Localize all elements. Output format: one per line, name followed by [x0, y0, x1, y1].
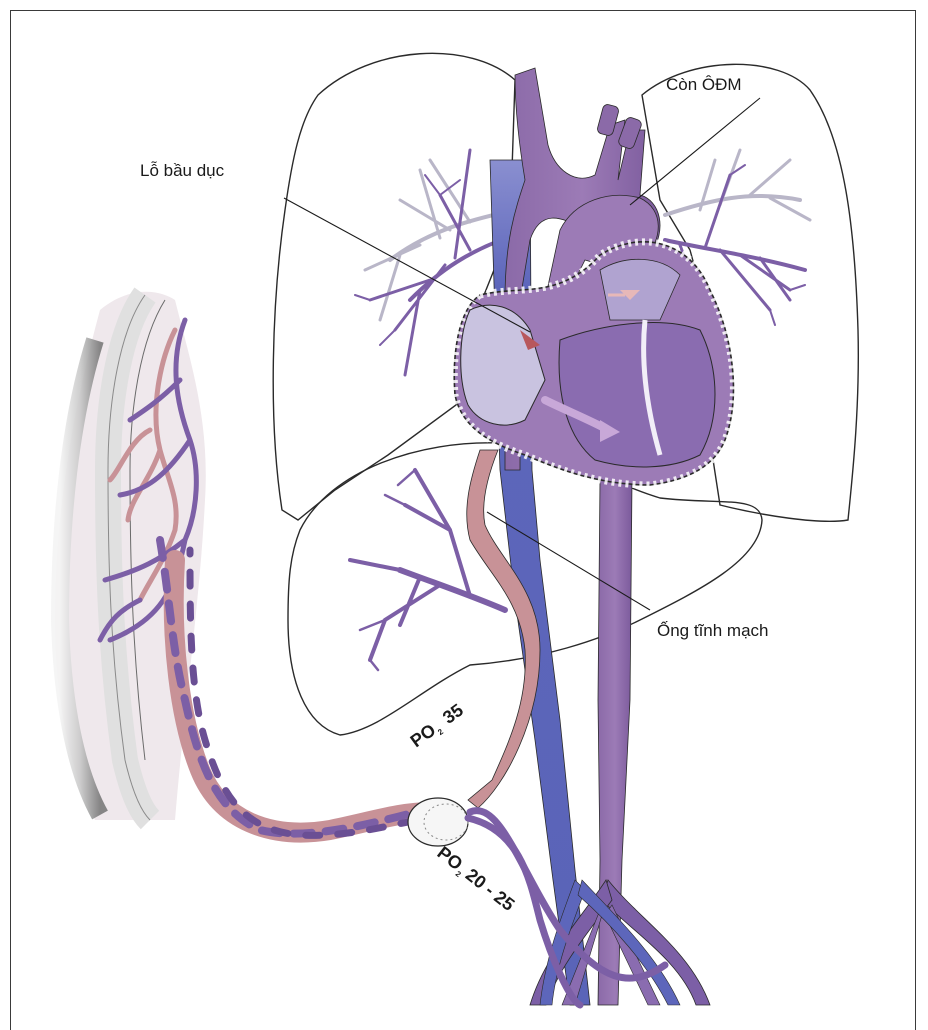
foramen-ovale-label: Lỗ bầu dục [140, 161, 225, 180]
svg-text:20 - 25: 20 - 25 [462, 865, 518, 915]
svg-text:PO: PO [434, 842, 467, 874]
svg-text:PO: PO [407, 720, 440, 751]
svg-text:35: 35 [439, 700, 467, 728]
right-lung [273, 53, 515, 520]
umbilical-cord [160, 540, 430, 835]
umbilical-ring [408, 798, 468, 846]
ductus-venosus-label: Ống tĩnh mạch [657, 620, 769, 640]
po2-20-25-label: PO 2 20 - 25 [432, 842, 518, 916]
ductus-arteriosus-label: Còn ÔĐM [666, 75, 742, 94]
po2-35-label: PO 2 35 [407, 700, 468, 753]
